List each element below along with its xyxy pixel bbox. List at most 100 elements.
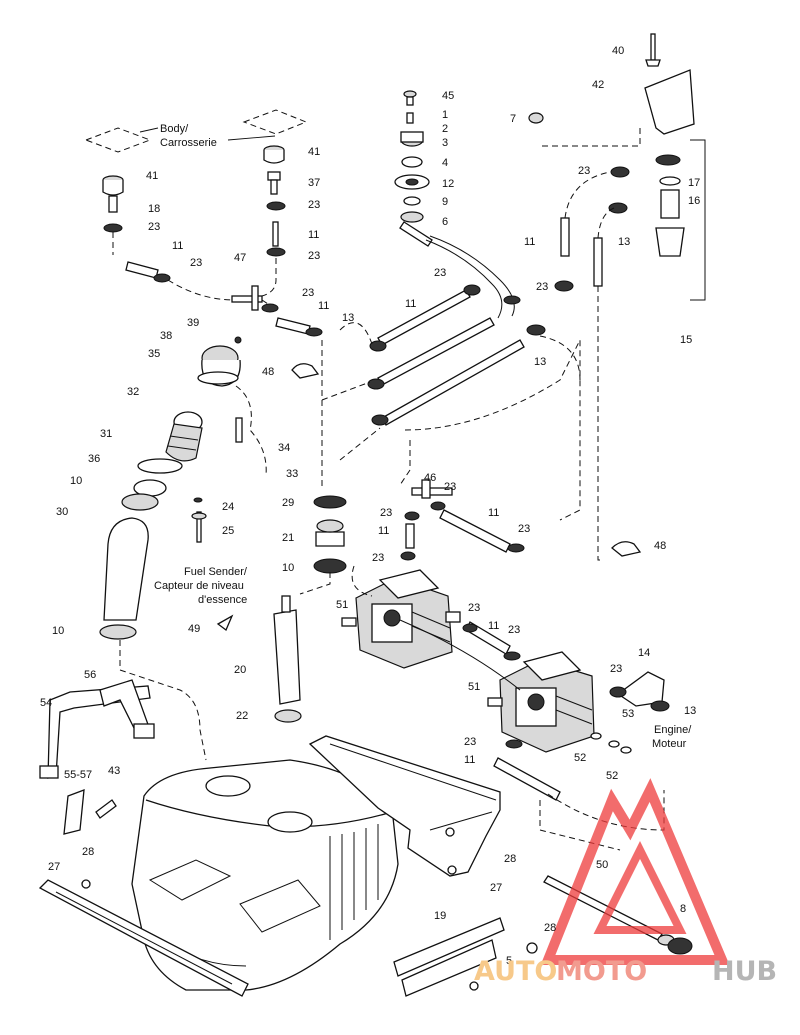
callout-47: 47 xyxy=(234,252,246,264)
watermark-auto: AUTO xyxy=(474,956,557,987)
callout-56: 56 xyxy=(84,669,96,681)
callout-5: 5 xyxy=(506,955,512,967)
callout-1: 1 xyxy=(442,109,448,121)
callout-12: 12 xyxy=(442,178,454,190)
watermark-text: AUTO MOTO HUB xyxy=(474,956,777,987)
callout-16: 16 xyxy=(688,195,700,207)
grommet-41-right xyxy=(263,145,286,257)
callout-41-right: 41 xyxy=(308,146,320,158)
filler-hose-30 xyxy=(99,517,149,640)
note-body: Body/ xyxy=(160,123,189,135)
callout-23-f: 23 xyxy=(434,267,446,279)
callout-27-b: 27 xyxy=(490,882,502,894)
callout-23-m: 23 xyxy=(468,602,480,614)
callout-6: 6 xyxy=(442,216,448,228)
callout-54: 54 xyxy=(40,697,52,709)
callout-11-f: 11 xyxy=(488,507,499,519)
note-fuel-sender-1: Fuel Sender/ xyxy=(184,566,248,578)
callout-7: 7 xyxy=(510,113,516,125)
bracket-42 xyxy=(644,33,695,135)
callout-21: 21 xyxy=(282,532,294,544)
callout-23-n: 23 xyxy=(508,624,520,636)
callout-52-b: 52 xyxy=(606,770,618,782)
callout-36: 36 xyxy=(88,453,100,465)
automotohub-logo xyxy=(540,778,730,965)
callout-35: 35 xyxy=(148,348,160,360)
callout-23-g: 23 xyxy=(536,281,548,293)
callout-23-j: 23 xyxy=(380,507,392,519)
callout-14: 14 xyxy=(638,647,650,659)
watermark-hub: HUB xyxy=(712,956,777,987)
callout-4: 4 xyxy=(442,157,448,169)
note-engine-1: Engine/ xyxy=(654,724,692,736)
callout-23-e: 23 xyxy=(302,287,314,299)
callout-23-p: 23 xyxy=(464,736,476,748)
callout-8: 8 xyxy=(680,903,686,915)
callout-15: 15 xyxy=(680,334,692,346)
callout-23-b: 23 xyxy=(148,221,160,233)
callout-23-k: 23 xyxy=(518,523,530,535)
callout-19: 19 xyxy=(434,910,446,922)
callout-37: 37 xyxy=(308,177,320,189)
strap-54 xyxy=(39,685,151,779)
carburetor-upper xyxy=(341,569,461,669)
vent-hose-11-left xyxy=(125,261,171,283)
filler-neck-32 xyxy=(165,411,243,462)
callout-25: 25 xyxy=(222,525,234,537)
note-fuel-sender-3: d'essence xyxy=(198,594,247,606)
callout-51-a: 51 xyxy=(336,599,348,611)
callout-23-o: 23 xyxy=(610,663,622,675)
callout-28-c: 28 xyxy=(544,922,556,934)
callout-46: 46 xyxy=(424,472,436,484)
callout-18: 18 xyxy=(148,203,160,215)
callout-2: 2 xyxy=(442,123,448,135)
fuel-cap-38 xyxy=(197,336,242,387)
callout-55-57: 55-57 xyxy=(64,769,92,781)
callout-23-i: 23 xyxy=(444,481,456,493)
callout-45: 45 xyxy=(442,90,454,102)
callout-11-a: 11 xyxy=(308,229,319,241)
callout-10-b: 10 xyxy=(282,562,294,574)
callout-28-b: 28 xyxy=(504,853,516,865)
callout-51-b: 51 xyxy=(468,681,480,693)
callout-17: 17 xyxy=(688,177,700,189)
callout-23-a: 23 xyxy=(308,199,320,211)
callout-11-d: 11 xyxy=(405,298,416,310)
callout-39: 39 xyxy=(187,317,199,329)
callout-11-h: 11 xyxy=(488,620,499,632)
callout-31: 31 xyxy=(100,428,112,440)
note-carrosserie: Carrosserie xyxy=(160,137,217,149)
cap-stack xyxy=(394,90,433,247)
callout-50: 50 xyxy=(596,859,608,871)
callout-23-d: 23 xyxy=(190,257,202,269)
callout-52-a: 52 xyxy=(574,752,586,764)
callout-13-b: 13 xyxy=(618,236,630,248)
callout-23-h: 23 xyxy=(578,165,590,177)
callout-53: 53 xyxy=(622,708,634,720)
callout-33: 33 xyxy=(286,468,298,480)
callout-3: 3 xyxy=(442,137,448,149)
callout-20: 20 xyxy=(234,664,246,676)
callout-11-e: 11 xyxy=(524,236,535,248)
callout-34: 34 xyxy=(278,442,290,454)
callout-27-a: 27 xyxy=(48,861,60,873)
fuel-sender-20 xyxy=(273,595,302,723)
fuel-tank-19 xyxy=(131,759,399,991)
callout-9: 9 xyxy=(442,196,448,208)
watermark-moto: MOTO xyxy=(556,956,647,987)
fuel-filter-16 xyxy=(655,154,685,257)
callout-23-l: 23 xyxy=(372,552,384,564)
callout-24: 24 xyxy=(222,501,234,513)
callout-48-b: 48 xyxy=(654,540,666,552)
carburetor-lower xyxy=(487,651,595,753)
note-engine-2: Moteur xyxy=(652,738,687,750)
diagram-notes: Body/ Carrosserie Fuel Sender/ Capteur d… xyxy=(154,123,692,750)
callout-11-b: 11 xyxy=(172,240,183,252)
callout-10-a: 10 xyxy=(70,475,82,487)
callout-11-g: 11 xyxy=(378,525,389,537)
fitting-46 xyxy=(400,479,525,561)
callout-28-a: 28 xyxy=(82,846,94,858)
grommet-41-left xyxy=(102,175,124,233)
body-mount-left xyxy=(84,109,308,153)
